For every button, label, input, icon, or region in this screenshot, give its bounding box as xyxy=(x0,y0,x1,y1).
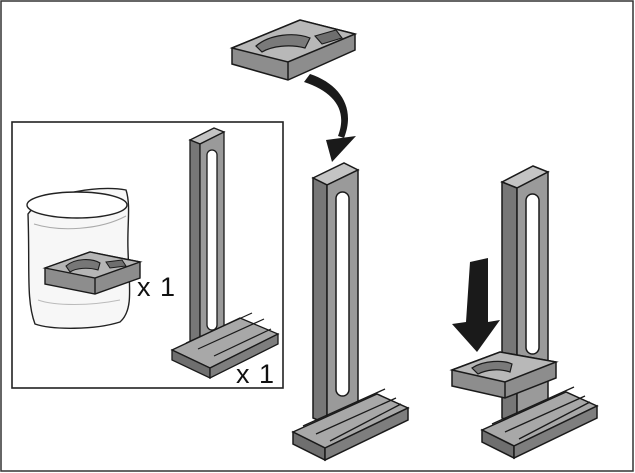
pouch-quantity-label: x 1 xyxy=(137,272,177,302)
curved-arrow-icon xyxy=(304,74,356,162)
holder-clip-icon xyxy=(229,19,358,81)
upright-stand-icon xyxy=(291,162,410,462)
stand-quantity-label: x 1 xyxy=(236,359,276,389)
upright-stand-icon xyxy=(170,127,280,380)
down-arrow-icon xyxy=(452,258,500,352)
holder-clip-icon xyxy=(42,251,143,295)
holder-clip-icon xyxy=(449,351,559,399)
